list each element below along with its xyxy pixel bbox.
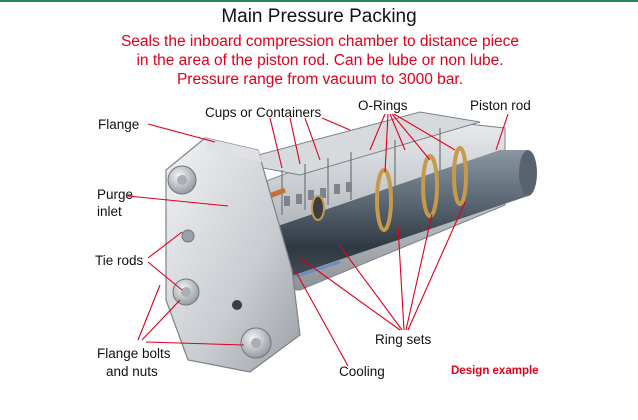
design-example-note: Design example [451,365,539,377]
flange-bolts [167,165,272,359]
label-piston-rod: Piston rod [470,98,531,113]
label-purge: Purge [97,187,134,202]
subtitle-line-3: Pressure range from vacuum to 3000 bar. [176,71,464,88]
subtitle-line-2: in the area of the piston rod. Can be lu… [136,52,504,69]
o-ring-small [311,195,325,221]
label-tie-rods: Tie rods [95,253,144,268]
label-o-rings: O-Rings [358,98,408,113]
page-title: Main Pressure Packing [221,6,417,27]
label-and-nuts: and nuts [106,364,158,379]
o-ring-set [375,146,468,232]
leader-lines [127,113,509,367]
label-flange-bolts: Flange bolts [97,346,171,361]
flange-plate [165,137,301,373]
label-inlet: inlet [97,204,122,219]
label-cups-or-containers: Cups or Containers [205,105,322,120]
top-rule [0,0,638,2]
subtitle-line-1: Seals the inboard compression chamber to… [120,33,520,50]
label-flange: Flange [98,117,140,132]
label-cooling: Cooling [339,364,385,379]
label-ring-sets: Ring sets [375,332,432,347]
subtitle: Seals the inboard compression chamber to… [60,32,580,89]
